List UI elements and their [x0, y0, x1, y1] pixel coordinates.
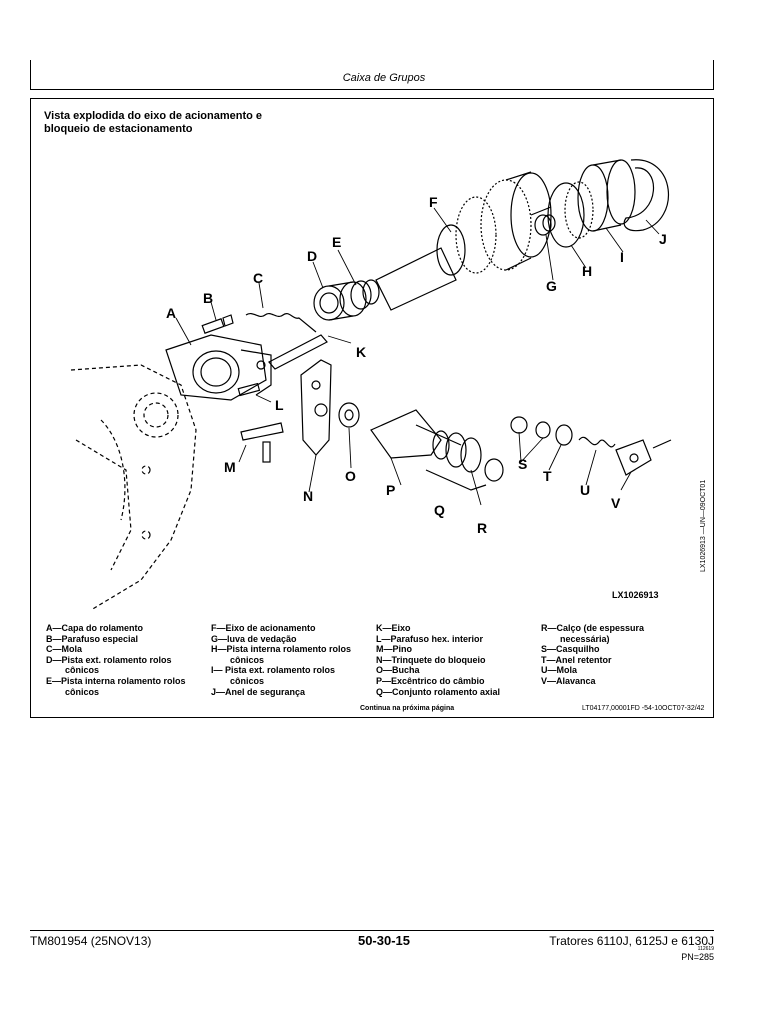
legend-item-L: L—Parafuso hex. interior	[376, 633, 484, 644]
drive-shaft-F	[375, 171, 552, 311]
legend-item-J: J—Anel de segurança	[211, 686, 306, 697]
bearing-cone-E	[350, 279, 380, 310]
legend-item-B: B—Parafuso especial	[46, 633, 139, 644]
callout-P: P	[386, 482, 395, 498]
legend-item-I: I— Pista ext. rolamento rolos	[211, 665, 336, 676]
callout-S: S	[518, 456, 527, 472]
figure-title-line-2: bloqueio de estacionamento	[44, 123, 193, 135]
figure-title-line-1: Vista explodida do eixo de acionamento e	[44, 110, 263, 122]
callout-G: G	[546, 278, 557, 294]
legend-item-G: G—luva de vedação	[211, 633, 297, 644]
bearing-cup-D	[313, 281, 367, 321]
callout-C: C	[253, 270, 263, 286]
callout-T: T	[543, 468, 552, 484]
legend-item-T: T—Anel retentor	[541, 654, 612, 665]
footer-doc-code: TM801954 (25NOV13)	[30, 934, 152, 948]
callout-K: K	[356, 344, 366, 360]
header-bottom-rule	[30, 89, 714, 90]
legend-item-H: H—Pista interna rolamento rolos	[211, 644, 352, 655]
legend-column-2: F—Eixo de acionamento G—luva de vedação …	[211, 623, 351, 697]
legend-item-E: E—Pista interna rolamento rolos	[46, 675, 186, 686]
legend-item-Q: Q—Conjunto rolamento axial	[376, 686, 501, 697]
legend-item-M: M—Pino	[376, 644, 412, 655]
reference-code: LT04177,00001FD -54-10OCT07-32/42	[582, 705, 705, 712]
legend-item-P: P—Excêntrico do câmbio	[376, 675, 485, 686]
special-screw-B	[201, 314, 234, 334]
callout-A: A	[166, 305, 176, 321]
legend-item-I-cont: cônicos	[230, 675, 265, 686]
legend-item-U: U—Mola	[541, 665, 577, 676]
legend-item-R: R—Calço (de espessura	[541, 623, 645, 633]
shaft-K	[268, 334, 328, 370]
legend-item-F: F—Eixo de acionamento	[211, 623, 316, 633]
figure-frame	[30, 98, 714, 718]
callout-M: M	[224, 459, 236, 475]
figure-code: LX1026913	[612, 590, 659, 600]
callout-O: O	[345, 468, 356, 484]
legend-item-H-cont: cônicos	[230, 654, 265, 665]
callout-I: I	[620, 249, 624, 265]
footer-pn: PN=285	[681, 952, 714, 962]
exploded-view-diagram: A B C D E F G H I J K L M N O P Q R S T …	[70, 159, 672, 611]
header-right-rule	[713, 60, 714, 90]
figure-side-code: LX1026913 —UN—09OCT01	[700, 479, 707, 572]
snap-ring-J	[623, 159, 670, 232]
callout-L: L	[275, 397, 284, 413]
header-left-rule	[30, 60, 31, 90]
hex-screw-L	[237, 382, 261, 397]
lever-V	[615, 439, 672, 476]
figure-title: Vista explodida do eixo de acionamento e…	[44, 110, 344, 136]
bushing-O	[338, 402, 360, 428]
footer-page-number: 50-30-15	[357, 933, 411, 948]
callout-B: B	[203, 290, 213, 306]
callout-H: H	[582, 263, 592, 279]
legend-column-4: R—Calço (de espessura necessária) S—Casq…	[541, 623, 644, 687]
retaining-ring-T	[555, 424, 573, 446]
callout-R: R	[477, 520, 487, 536]
callout-N: N	[303, 488, 313, 504]
shim-R	[484, 458, 504, 482]
footer-models: Tratores 6110J, 6125J e 6130J	[549, 934, 714, 948]
bearing-cup-I	[577, 159, 636, 232]
callout-D: D	[307, 248, 317, 264]
continue-note: Continua na próxima página	[360, 705, 455, 712]
legend-item-D: D—Pista ext. rolamento rolos	[46, 654, 172, 665]
section-title: Caixa de Grupos	[342, 72, 426, 84]
callout-V: V	[611, 495, 621, 511]
footer-small-code: 112619	[697, 946, 714, 952]
spring-U	[578, 436, 616, 448]
legend-item-K: K—Eixo	[376, 623, 411, 633]
legend-item-V: V—Alavanca	[541, 675, 596, 686]
housing-outline	[70, 364, 197, 611]
callout-Q: Q	[434, 502, 445, 518]
legend-column-3: K—Eixo L—Parafuso hex. interior M—Pino N…	[376, 623, 500, 697]
parking-pawl-N	[300, 359, 332, 456]
callout-J: J	[659, 231, 667, 247]
callout-U: U	[580, 482, 590, 498]
legend-item-A: A—Capa do rolamento	[46, 623, 144, 633]
legend-column-1: A—Capa do rolamento B—Parafuso especial …	[46, 623, 186, 697]
callout-E: E	[332, 234, 341, 250]
spring-C	[245, 312, 317, 333]
bearing-cone-H	[547, 181, 594, 248]
seal-sleeve-G	[534, 214, 556, 236]
leader-lines	[175, 207, 660, 506]
legend-item-S: S—Casquilho	[541, 644, 600, 655]
thrust-bearing-Q	[425, 430, 487, 491]
pin-M	[240, 422, 284, 463]
legend-item-O: O—Bucha	[376, 665, 420, 676]
legend-item-C: C—Mola	[46, 644, 82, 655]
legend-item-N: N—Trinquete do bloqueio	[376, 654, 486, 665]
shift-cam-P	[370, 409, 462, 459]
footer-rule	[30, 930, 714, 931]
bearing-cap-A	[165, 334, 272, 401]
callout-F: F	[429, 194, 438, 210]
legend-item-D-cont: cônicos	[65, 665, 100, 676]
legend-item-R-cont: necessária)	[560, 633, 610, 644]
legend-item-E-cont: cônicos	[65, 686, 100, 697]
sleeves-S	[510, 416, 551, 439]
